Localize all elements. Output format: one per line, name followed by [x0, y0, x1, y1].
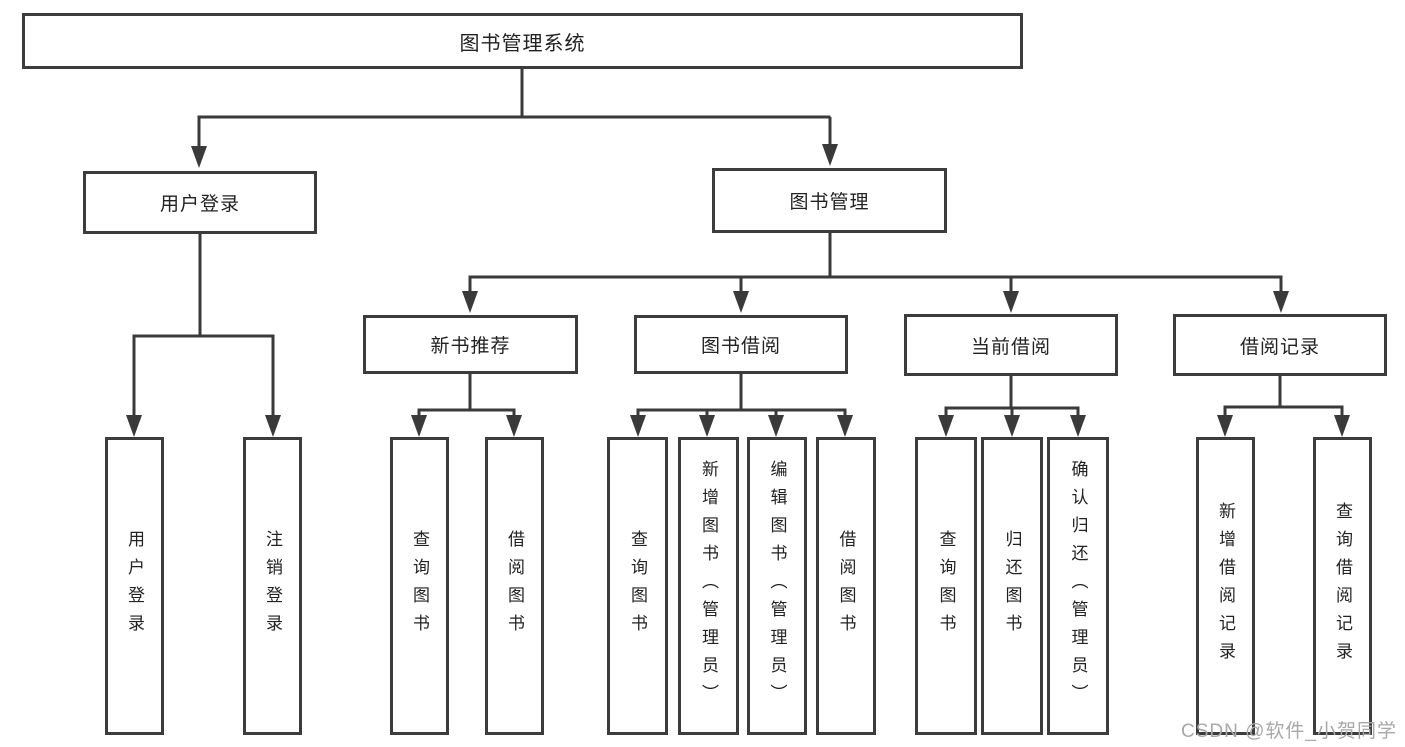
- current-query-label: 查询图书: [936, 530, 956, 642]
- borrowing-label: 图书借阅: [700, 336, 781, 357]
- new-books-node: 新书推荐: [363, 315, 578, 374]
- current-query-leaf: 查询图书: [915, 437, 977, 735]
- current-node: 当前借阅: [904, 314, 1118, 376]
- root-node: 图书管理系统: [22, 13, 1023, 69]
- borrowing-node: 图书借阅: [634, 315, 848, 374]
- borrow-query-leaf: 查询图书: [607, 437, 668, 735]
- borrow-query-label: 查询图书: [628, 530, 647, 642]
- logout-leaf-label: 注销登录: [263, 530, 282, 642]
- root-label: 图书管理系统: [459, 32, 586, 55]
- current-confirm-leaf: 确认归还（管理员）: [1047, 437, 1109, 735]
- borrow-borrow-leaf: 借阅图书: [816, 437, 876, 735]
- current-confirm-label: 确认归还（管理员）: [1068, 460, 1088, 712]
- user-login-label: 用户登录: [159, 194, 240, 215]
- arrowheads: [126, 144, 1350, 437]
- user-login-node: 用户登录: [83, 171, 317, 234]
- borrow-add-label: 新增图书（管理员）: [699, 460, 718, 712]
- newbooks-borrow-leaf: 借阅图书: [485, 437, 544, 735]
- records-label: 借阅记录: [1239, 336, 1320, 358]
- current-return-label: 归还图书: [1002, 530, 1022, 642]
- watermark: CSDN @软件_小贺同学: [1181, 721, 1397, 742]
- borrow-edit-label: 编辑图书（管理员）: [767, 460, 787, 712]
- records-node: 借阅记录: [1173, 314, 1387, 376]
- newbooks-borrow-label: 借阅图书: [505, 530, 524, 642]
- records-add-leaf: 新增借阅记录: [1196, 437, 1255, 735]
- current-label: 当前借阅: [970, 336, 1051, 358]
- book-mgmt-node: 图书管理: [712, 168, 947, 233]
- records-add-label: 新增借阅记录: [1216, 502, 1235, 670]
- current-return-leaf: 归还图书: [981, 437, 1043, 735]
- newbooks-query-leaf: 查询图书: [390, 437, 449, 735]
- new-books-label: 新书推荐: [430, 336, 511, 357]
- borrow-borrow-label: 借阅图书: [836, 530, 856, 642]
- user-login-leaf: 用户登录: [105, 437, 164, 735]
- newbooks-query-label: 查询图书: [410, 530, 429, 642]
- user-login-leaf-label: 用户登录: [125, 530, 144, 642]
- records-query-label: 查询借阅记录: [1333, 502, 1352, 670]
- records-query-leaf: 查询借阅记录: [1313, 437, 1372, 735]
- book-mgmt-label: 图书管理: [789, 192, 870, 213]
- borrow-edit-leaf: 编辑图书（管理员）: [747, 437, 807, 735]
- borrow-add-leaf: 新增图书（管理员）: [678, 437, 739, 735]
- logout-leaf: 注销登录: [243, 437, 302, 735]
